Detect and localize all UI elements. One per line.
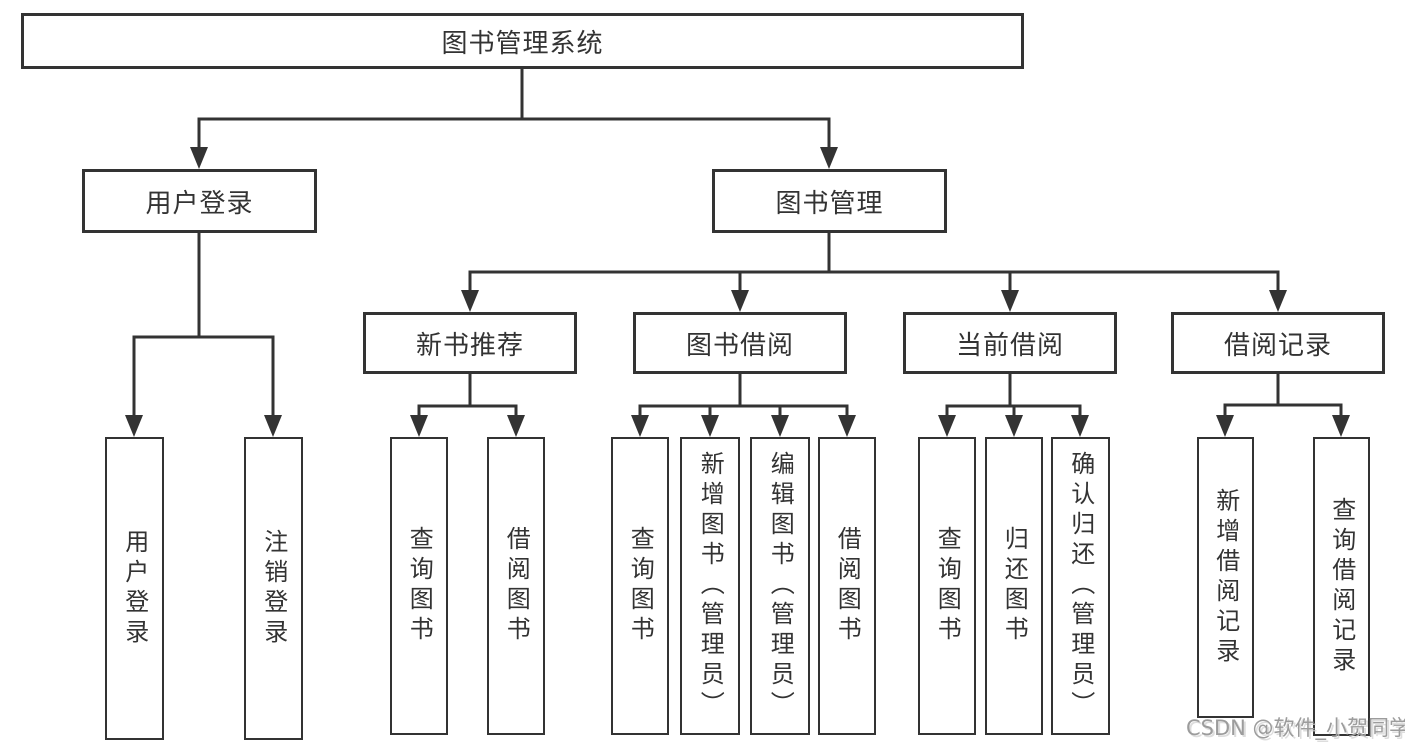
leaf-label: 借阅图书 (833, 526, 862, 646)
leaf-label: 查询借阅记录 (1327, 496, 1356, 677)
node-user-login: 用户登录 (82, 169, 317, 233)
arrowhead (507, 415, 525, 437)
node-label: 借阅记录 (1223, 330, 1332, 361)
arrowhead (631, 415, 649, 437)
node-book-management: 图书管理 (712, 169, 947, 233)
arrowhead (1269, 290, 1287, 312)
leaf-label: 用户登录 (120, 528, 149, 649)
leaf-edit-books-admin: 编辑图书（管理员） (750, 437, 810, 735)
new-book-recommendation-to-leaves-connector (410, 374, 525, 437)
arrowhead (771, 415, 789, 437)
node-book-borrowing: 图书借阅 (633, 312, 847, 374)
leaf-label: 查询图书 (626, 526, 655, 646)
leaf-query-books-current: 查询图书 (918, 437, 976, 735)
leaf-label: 查询图书 (933, 526, 962, 646)
arrowhead (1001, 290, 1019, 312)
arrowhead (1332, 415, 1350, 437)
leaf-label: 归还图书 (1000, 526, 1029, 646)
leaf-borrow-books: 借阅图书 (818, 437, 876, 735)
node-label: 新书推荐 (415, 330, 524, 361)
root-to-level2-connector (190, 68, 838, 169)
leaf-add-borrow-record: 新增借阅记录 (1197, 437, 1254, 718)
leaf-add-books-admin: 新增图书（管理员） (680, 437, 740, 735)
arrowhead (731, 290, 749, 312)
leaf-borrow-books-recommend: 借阅图书 (487, 437, 545, 735)
leaf-query-books-borrowing: 查询图书 (611, 437, 669, 735)
node-label: 图书借阅 (685, 330, 794, 361)
book-borrowing-to-leaves-connector (631, 374, 856, 437)
arrowhead (938, 415, 956, 437)
arrowhead (410, 415, 428, 437)
leaf-label: 编辑图书（管理员） (766, 451, 795, 721)
arrowhead (264, 415, 282, 437)
node-new-book-recommendation: 新书推荐 (363, 312, 577, 374)
leaf-query-borrow-record: 查询借阅记录 (1313, 437, 1370, 736)
node-label: 图书管理系统 (441, 28, 604, 59)
arrowhead (701, 415, 719, 437)
node-label: 用户登录 (145, 188, 254, 219)
leaf-user-login: 用户登录 (105, 437, 164, 740)
current-borrowing-to-leaves-connector (938, 374, 1089, 437)
leaf-query-books-recommend: 查询图书 (390, 437, 448, 735)
watermark: CSDN @软件_小贺同学 (1186, 716, 1405, 740)
arrowhead (1071, 415, 1089, 437)
leaf-label: 注销登录 (259, 528, 288, 649)
node-current-borrowing: 当前借阅 (903, 312, 1117, 374)
arrowhead (838, 415, 856, 437)
arrowhead (125, 415, 143, 437)
node-label: 图书管理 (775, 188, 884, 219)
arrowhead (1216, 415, 1234, 437)
leaf-label: 查询图书 (405, 526, 434, 646)
node-label: 当前借阅 (955, 330, 1064, 361)
leaf-return-books: 归还图书 (985, 437, 1043, 735)
arrowhead (1005, 415, 1023, 437)
leaf-label: 新增借阅记录 (1211, 487, 1240, 668)
book-management-to-level3-connector (461, 233, 1287, 312)
node-borrowing-records: 借阅记录 (1171, 312, 1385, 374)
leaf-label: 新增图书（管理员） (696, 451, 725, 721)
leaf-label: 借阅图书 (502, 526, 531, 646)
leaf-logout: 注销登录 (244, 437, 303, 740)
node-library-management-system: 图书管理系统 (21, 13, 1024, 69)
leaf-confirm-return-admin: 确认归还（管理员） (1051, 437, 1110, 735)
arrowhead (461, 290, 479, 312)
arrowhead (820, 147, 838, 169)
borrowing-records-to-leaves-connector (1216, 374, 1350, 437)
leaf-label: 确认归还（管理员） (1066, 451, 1095, 721)
arrowhead (190, 147, 208, 169)
user-login-to-leaves-connector (125, 233, 282, 437)
